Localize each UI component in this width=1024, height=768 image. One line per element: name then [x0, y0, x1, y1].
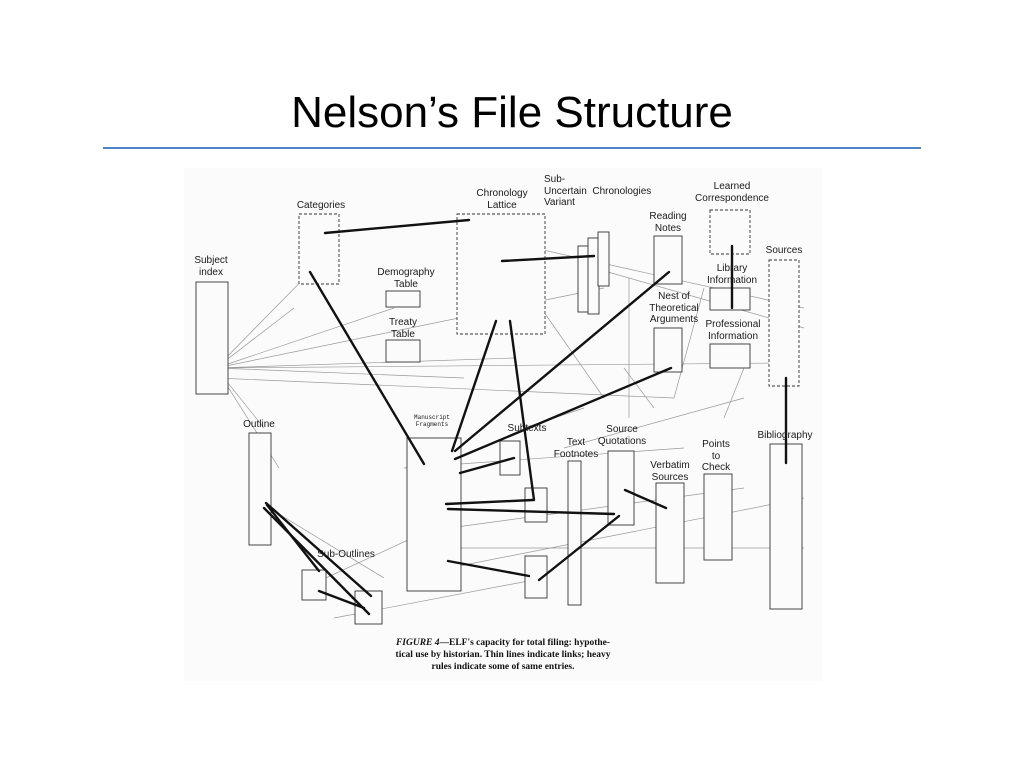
slide-title: Nelson’s File Structure [291, 88, 733, 137]
figure-elf-file-structure: Categories Chronology Lattice Sub- Uncer… [184, 168, 822, 681]
caption-line-2: tical use by historian. Thin lines indic… [395, 650, 611, 660]
label-verbatim-sources: Verbatim Sources [650, 460, 690, 483]
professional-information-box [709, 343, 751, 369]
caption-line-1: —ELF's capacity for total filing: hypoth… [439, 638, 611, 648]
label-chronology-lattice: Chronology Lattice [476, 188, 528, 211]
label-sources: Sources [765, 245, 803, 256]
source-quotations-box [607, 450, 635, 526]
label-library-information: Library Information [706, 263, 758, 286]
label-sub-uncertain-chronologies: Sub- Uncertain Chronologies Variant [544, 174, 652, 208]
label-bibliography: Bibliography [757, 430, 813, 441]
manuscript-fragments-box [406, 437, 462, 592]
file-boxes [195, 209, 803, 625]
label-points-to-check: Points to Check [701, 439, 731, 473]
learned-correspondence-box [709, 209, 751, 255]
subtext-box-2 [524, 487, 548, 523]
label-source-quotations: Source Quotations [597, 424, 647, 447]
title-divider [103, 147, 921, 149]
subject-index-box [195, 281, 229, 395]
label-demography-table: Demography Table [377, 267, 435, 290]
sub-outline-box-2 [354, 590, 383, 625]
outline-box [248, 432, 272, 546]
text-footnotes-box [567, 460, 582, 606]
sources-box [768, 259, 800, 387]
heavy-rules [262, 218, 788, 616]
label-manuscript-fragments: Manuscript Fragments [413, 414, 451, 428]
label-outline: Outline [243, 419, 275, 430]
subtext-box-3 [524, 555, 548, 599]
treaty-table-box [385, 339, 421, 363]
nest-arguments-box [653, 327, 683, 373]
reading-notes-box [653, 235, 683, 285]
label-sub-outlines: Sub-Outlines [317, 549, 375, 560]
demography-table-box [385, 290, 421, 308]
library-information-box [709, 287, 751, 311]
caption-figure-number: FIGURE 4 [395, 638, 440, 648]
label-subject-index: Subject index [194, 255, 228, 278]
chronology-lattice-box [456, 213, 546, 335]
diagram-canvas [195, 209, 805, 625]
label-reading-notes: Reading Notes [649, 211, 687, 234]
figure-caption: FIGURE 4—ELF's capacity for total filing… [184, 637, 822, 673]
sub-outline-box-1 [301, 569, 327, 601]
label-text-footnotes: Text Footnotes [553, 437, 599, 460]
chronology-box-2 [587, 237, 600, 315]
label-subtexts: Subtexts [507, 423, 547, 434]
categories-box [298, 213, 340, 285]
label-categories: Categories [296, 200, 346, 211]
label-treaty-table: Treaty Table [389, 317, 417, 340]
label-professional-information: Professional Information [705, 319, 761, 342]
bibliography-box [769, 443, 803, 610]
chronology-box-3 [597, 231, 610, 287]
caption-line-3: rules indicate some of same entries. [431, 662, 575, 672]
verbatim-sources-box [655, 482, 685, 584]
label-nest-of-theoretical-arguments: Nest of Theoretical Arguments [649, 291, 699, 325]
points-to-check-box [703, 473, 733, 561]
label-learned-correspondence: Learned Correspondence [695, 181, 769, 204]
